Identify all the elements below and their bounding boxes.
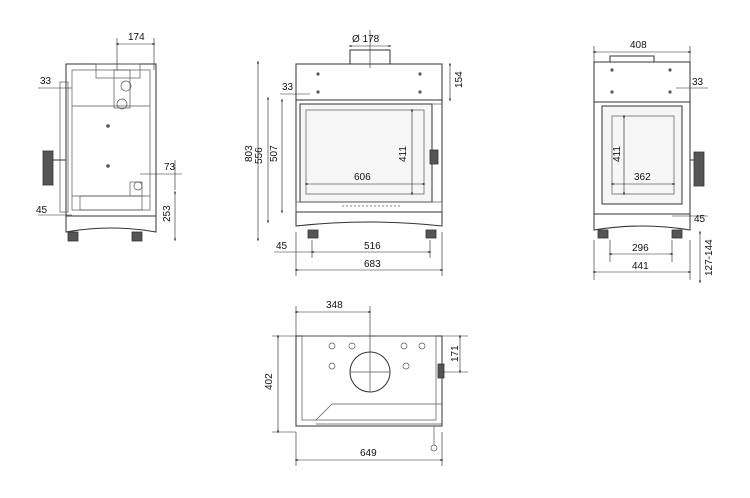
dim-front-flue: Ø 178: [352, 34, 380, 45]
dim-front-411: 411: [398, 146, 409, 162]
dim-front-803: 803: [244, 145, 255, 162]
dim-top-171: 171: [450, 345, 461, 362]
dim-side-45: 45: [36, 205, 48, 216]
dim-rear-45: 45: [694, 214, 706, 225]
dim-side-174: 174: [128, 32, 145, 43]
dim-front-516: 516: [364, 241, 381, 252]
dim-front-556: 556: [254, 147, 265, 164]
dim-side-253: 253: [162, 205, 173, 222]
dim-front-507: 507: [269, 145, 280, 162]
dim-front-606: 606: [354, 172, 371, 183]
dim-front-154: 154: [454, 71, 465, 88]
dim-top-649: 649: [360, 448, 377, 459]
dim-front-45: 45: [276, 241, 288, 252]
front-view: Ø 178 803 556 507 154 33 411 606 45 516 …: [244, 30, 465, 276]
dim-rear-33: 33: [692, 77, 704, 88]
dim-rear-411: 411: [612, 146, 623, 162]
dim-rear-408: 408: [630, 40, 647, 51]
top-view: 348 171 402 649: [264, 300, 468, 466]
dim-top-348: 348: [326, 300, 343, 311]
dim-side-73: 73: [164, 162, 176, 173]
rear-view: 408 33 411 362 45 296 441 127-144: [592, 40, 715, 284]
dim-rear-296: 296: [632, 243, 649, 254]
dim-front-683: 683: [364, 259, 381, 270]
dim-rear-441: 441: [632, 261, 649, 272]
dim-top-402: 402: [264, 373, 275, 390]
dim-rear-127-144: 127-144: [704, 239, 715, 276]
dim-front-33: 33: [282, 82, 294, 93]
dim-side-33: 33: [40, 76, 52, 87]
dim-rear-362: 362: [634, 172, 651, 183]
side-view: 174 33 45 73 253: [36, 32, 182, 242]
